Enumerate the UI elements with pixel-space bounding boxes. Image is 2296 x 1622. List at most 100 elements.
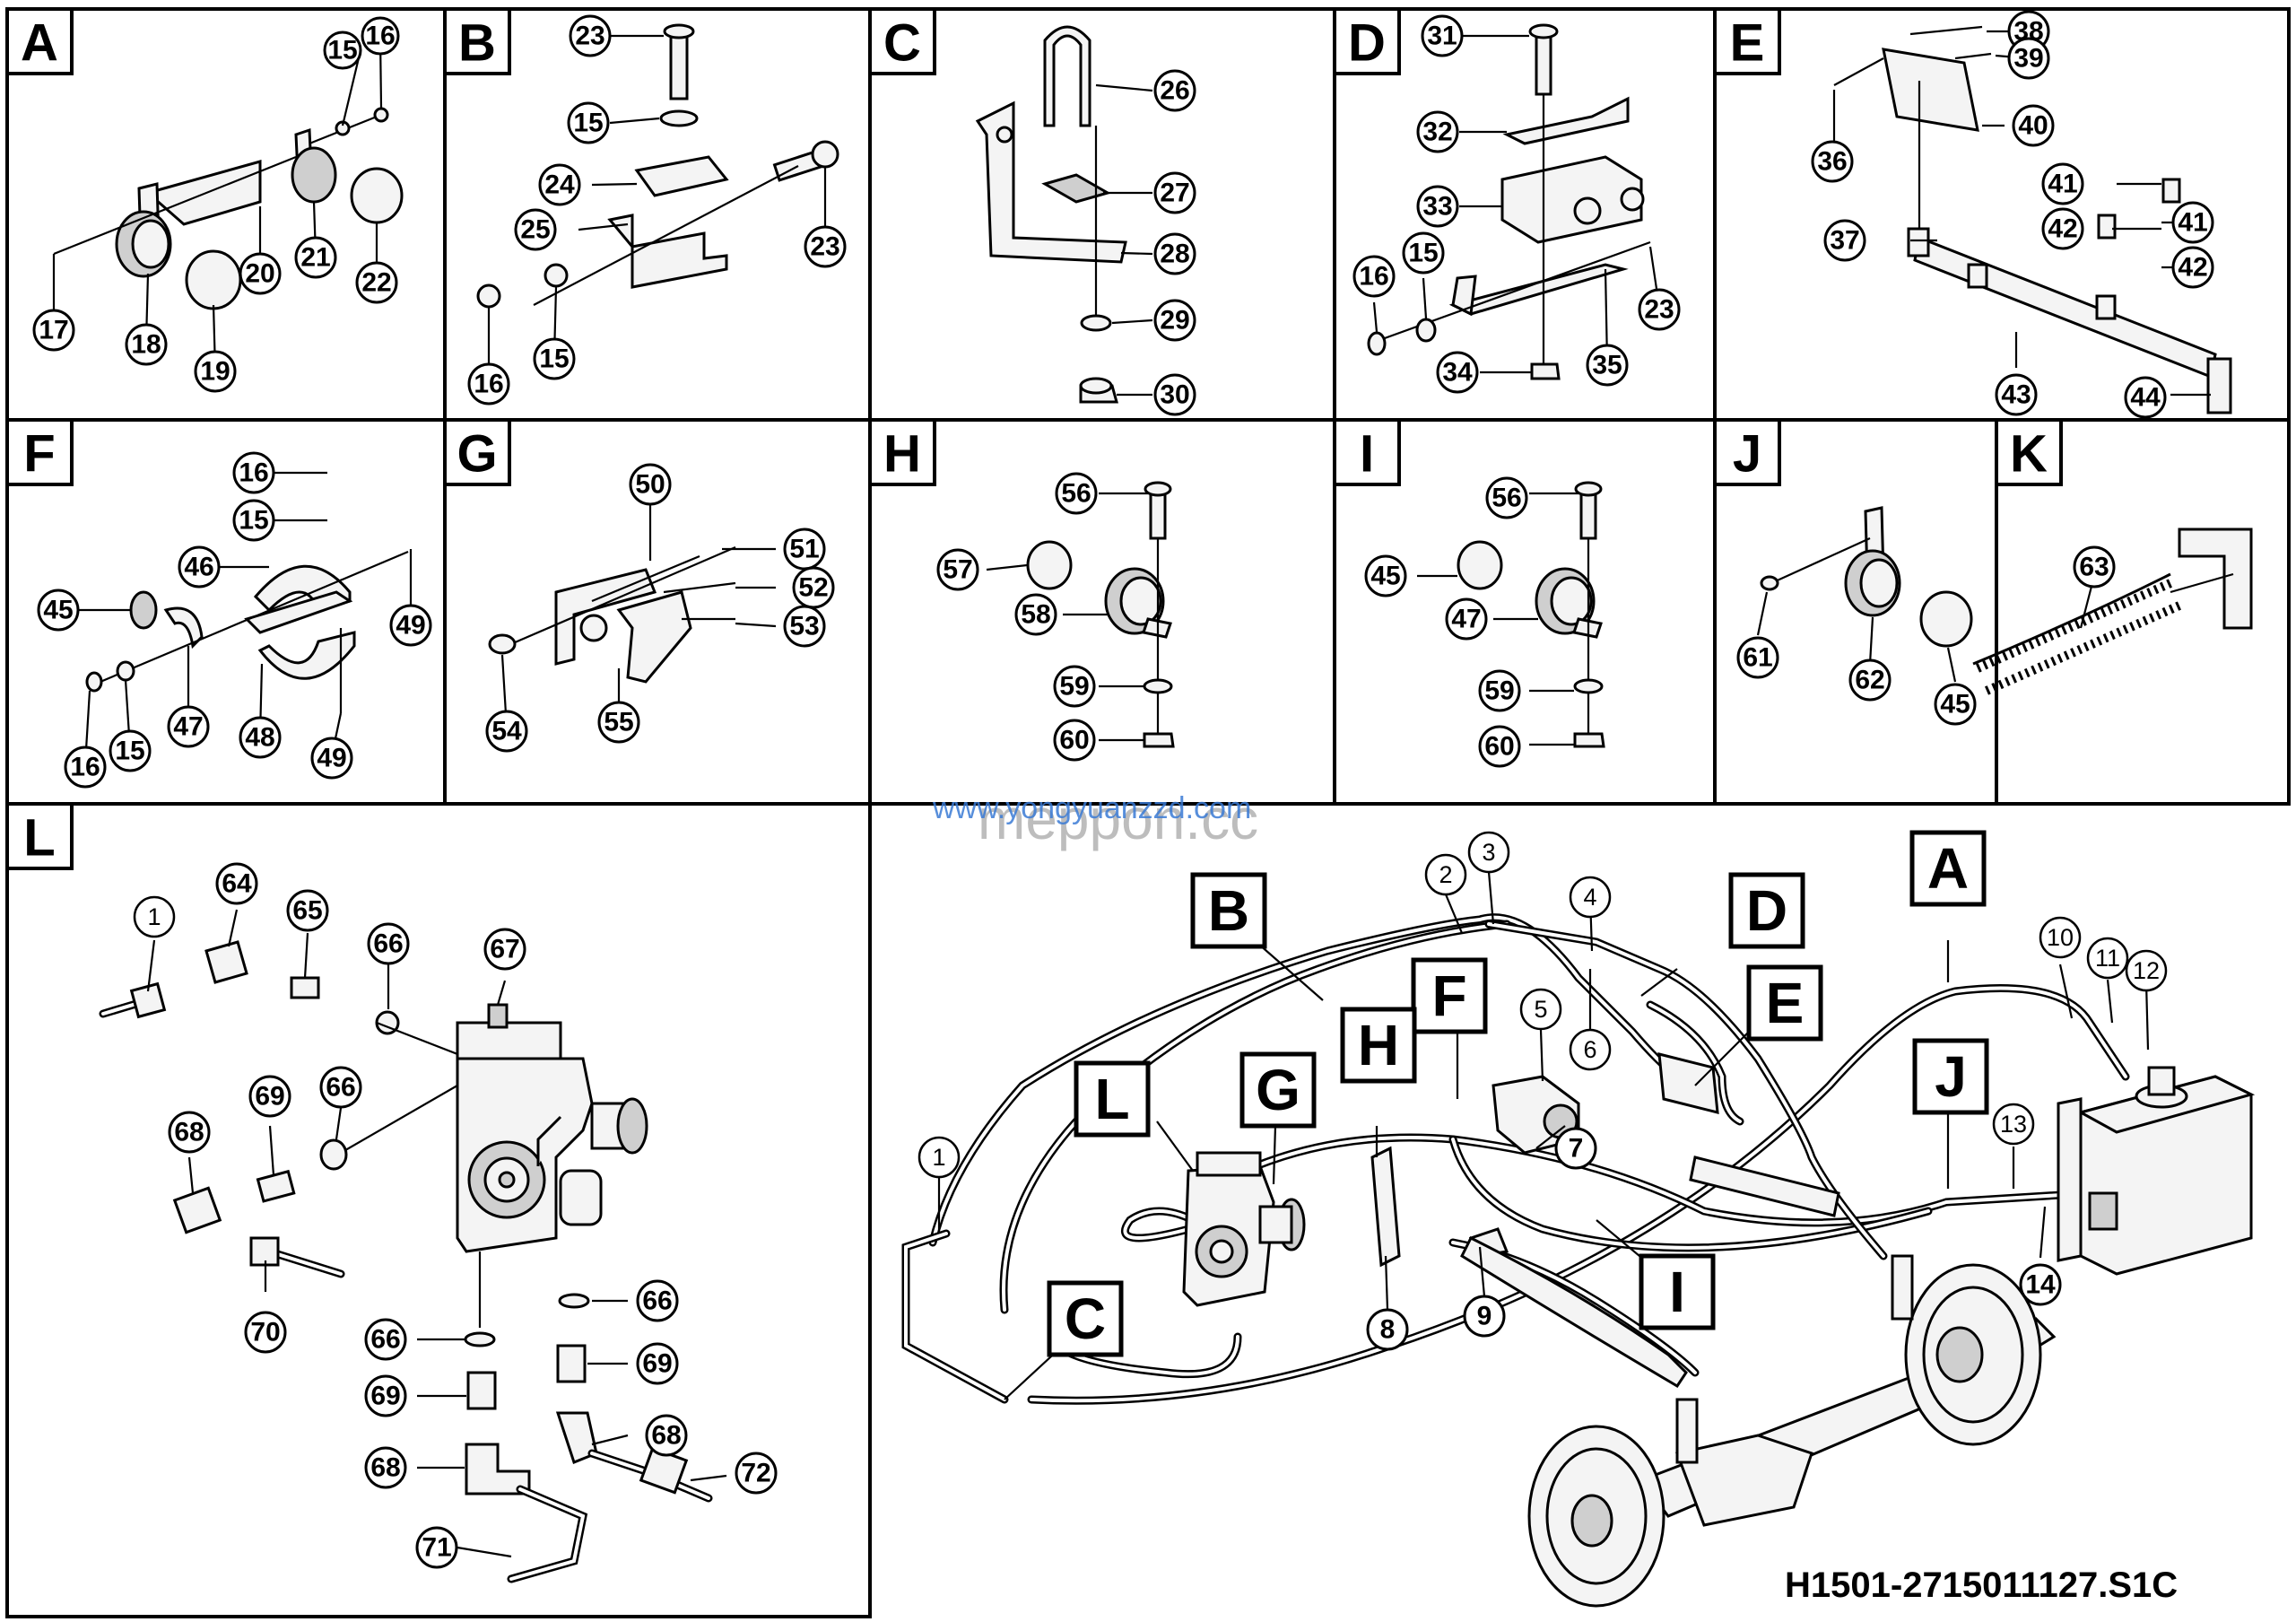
svg-text:19: 19: [200, 357, 230, 387]
callout-d-15: 15: [1402, 231, 1445, 275]
callout-l-69-bottom: 69: [364, 1374, 407, 1417]
overview-callout-4: 4: [1569, 876, 1612, 919]
callout-e-40: 40: [2012, 104, 2055, 147]
callout-c-28: 28: [1153, 232, 1196, 275]
callout-l-66-top: 66: [367, 922, 410, 965]
svg-text:72: 72: [741, 1459, 770, 1488]
overview-label-E: E: [1746, 964, 1823, 1042]
callout-l-69-left: 69: [248, 1075, 291, 1118]
callout-a-22: 22: [355, 261, 398, 304]
svg-text:66: 66: [373, 929, 403, 959]
callout-i-59: 59: [1478, 669, 1521, 712]
callout-j-45: 45: [1934, 683, 1977, 726]
svg-text:15: 15: [327, 36, 357, 65]
callout-l-69-right: 69: [636, 1342, 679, 1385]
svg-text:41: 41: [2178, 208, 2207, 238]
svg-text:15: 15: [1408, 239, 1438, 268]
callout-b-16: 16: [467, 362, 510, 406]
watermark-bottom: meppon.cc: [978, 787, 1258, 851]
svg-text:59: 59: [1059, 672, 1089, 702]
svg-text:45: 45: [1370, 562, 1400, 591]
svg-text:39: 39: [2013, 44, 2043, 74]
svg-text:7: 7: [1569, 1134, 1584, 1164]
overview-callout-1: 1: [918, 1136, 961, 1179]
svg-text:12: 12: [2133, 957, 2160, 984]
panel-letter-E: E: [1713, 7, 1781, 75]
overview-label-F: F: [1411, 957, 1488, 1034]
callout-c-26: 26: [1153, 69, 1196, 112]
svg-text:10: 10: [2047, 924, 2074, 951]
svg-text:5: 5: [1534, 996, 1547, 1023]
svg-text:I: I: [1360, 425, 1374, 484]
callout-h-59: 59: [1053, 665, 1096, 708]
svg-text:D: D: [1348, 14, 1386, 73]
svg-text:65: 65: [292, 896, 322, 926]
svg-text:26: 26: [1160, 76, 1189, 106]
callout-leaders: [52, 30, 2211, 1558]
callout-j-62: 62: [1848, 658, 1892, 702]
overview-label-I: I: [1639, 1253, 1716, 1330]
svg-text:55: 55: [604, 708, 633, 737]
svg-text:67: 67: [490, 935, 519, 964]
svg-text:45: 45: [1940, 690, 1970, 719]
svg-text:F: F: [23, 425, 55, 484]
callout-e-37: 37: [1823, 219, 1866, 262]
overview-callout-7: 7: [1554, 1127, 1597, 1170]
callout-h-56: 56: [1055, 472, 1098, 515]
svg-text:64: 64: [222, 869, 252, 899]
callout-l-72: 72: [735, 1452, 778, 1495]
callout-l-1: 1: [133, 895, 176, 938]
svg-text:60: 60: [1059, 726, 1089, 755]
svg-text:23: 23: [1644, 295, 1674, 325]
callout-f-49-right: 49: [389, 604, 432, 647]
overview-callout-2: 2: [1424, 853, 1467, 896]
svg-text:H: H: [883, 425, 921, 484]
callout-g-52: 52: [792, 566, 835, 609]
svg-text:66: 66: [370, 1325, 400, 1355]
svg-text:J: J: [1935, 1044, 1967, 1109]
callout-l-68-right: 68: [645, 1414, 688, 1457]
callout-i-45: 45: [1364, 554, 1407, 597]
svg-text:3: 3: [1482, 839, 1495, 866]
svg-text:G: G: [1256, 1058, 1300, 1122]
svg-text:68: 68: [174, 1118, 204, 1147]
callout-f-48: 48: [239, 716, 282, 759]
svg-text:53: 53: [789, 612, 819, 641]
drawing-code: H1501-2715011127.S1C: [1785, 1565, 2178, 1605]
svg-text:D: D: [1746, 878, 1787, 943]
svg-text:C: C: [883, 14, 921, 73]
overview-label-G: G: [1239, 1051, 1317, 1129]
svg-text:24: 24: [544, 170, 575, 200]
callout-l-70: 70: [244, 1311, 287, 1354]
svg-text:32: 32: [1422, 118, 1452, 147]
svg-text:40: 40: [2018, 111, 2048, 141]
svg-text:68: 68: [370, 1453, 400, 1483]
svg-text:61: 61: [1743, 643, 1772, 673]
callout-g-53: 53: [783, 605, 826, 648]
callout-h-60: 60: [1053, 719, 1096, 762]
callout-l-66-right: 66: [636, 1279, 679, 1322]
panel-letter-J: J: [1713, 418, 1781, 486]
panel-letter-L: L: [5, 802, 74, 870]
svg-text:16: 16: [474, 370, 503, 399]
panel-j-drawing: [1760, 506, 1973, 648]
svg-text:52: 52: [798, 573, 828, 603]
callout-e-42-left: 42: [2041, 207, 2084, 250]
svg-text:2: 2: [1439, 861, 1452, 888]
callout-h-58: 58: [1014, 593, 1057, 636]
svg-text:37: 37: [1830, 226, 1859, 256]
overview-callout-5: 5: [1519, 988, 1562, 1031]
callout-l-68-bottom: 68: [364, 1446, 407, 1489]
svg-text:68: 68: [651, 1421, 681, 1451]
svg-text:L: L: [23, 809, 55, 868]
callout-e-36: 36: [1811, 140, 1854, 183]
callout-g-51: 51: [783, 528, 826, 571]
svg-text:56: 56: [1061, 479, 1091, 509]
svg-text:50: 50: [635, 470, 665, 500]
panel-h-drawing: [1026, 481, 1175, 748]
callout-f-16-top: 16: [232, 451, 275, 494]
callout-i-60: 60: [1478, 725, 1521, 768]
callout-c-29: 29: [1153, 299, 1196, 342]
svg-text:69: 69: [370, 1382, 400, 1411]
panel-letter-F: F: [5, 418, 74, 486]
